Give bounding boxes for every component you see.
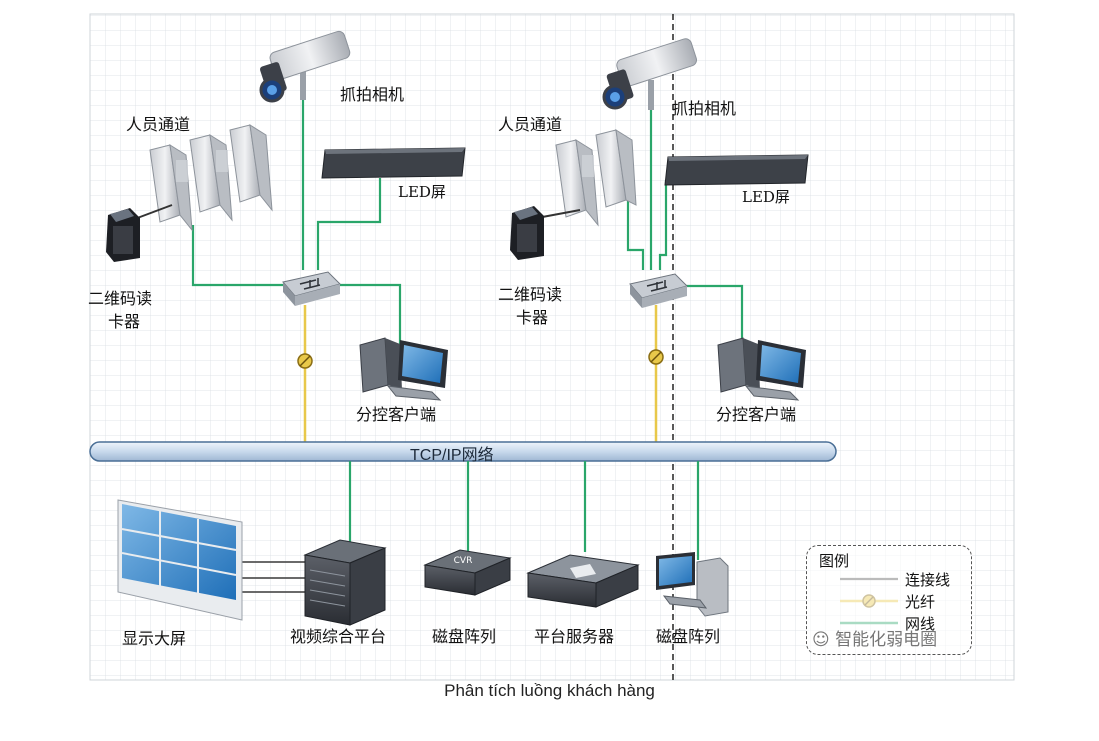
- left-fiber-connector-icon: [297, 353, 313, 369]
- cvr-text: CVR: [454, 556, 473, 566]
- right-network-cables: [626, 110, 744, 345]
- display-connectors: [240, 561, 312, 593]
- left-client-label: 分控客户端: [356, 405, 437, 424]
- right-qr-label-line1: 二维码读: [498, 285, 563, 304]
- platform-server-label: 平台服务器: [534, 627, 615, 646]
- right-qr-label-line2: 卡器: [516, 308, 549, 327]
- left-qr-reader-icon: [106, 208, 140, 262]
- disk-array-label: 磁盘阵列: [432, 627, 497, 646]
- platform-server-icon: [526, 554, 640, 608]
- left-led-screen-icon: [321, 147, 466, 179]
- tcpip-network-bus: [89, 441, 837, 462]
- left-gate-icon: [149, 124, 273, 232]
- video-platform-label: 视频综合平台: [290, 627, 387, 646]
- watermark-text: 智能化弱电圈: [835, 630, 938, 650]
- legend-row-network: 网线: [807, 612, 971, 634]
- left-client-pc-icon: [359, 337, 448, 401]
- legend-network-label: 网线: [905, 615, 936, 633]
- bottom-network-cables: [348, 461, 700, 560]
- legend-connector-label: 连接线: [905, 571, 951, 589]
- left-camera-icon: [259, 30, 351, 103]
- right-switch-icon: [629, 273, 688, 308]
- right-gate-icon: [555, 129, 637, 227]
- disk-array2-label: 磁盘阵列: [656, 627, 721, 646]
- legend-row-fiber: 光纤: [807, 590, 971, 612]
- disk-array2-icon: [656, 552, 729, 617]
- left-led-label: LED屏: [398, 183, 446, 201]
- network-label: TCP/IP网络: [410, 447, 494, 464]
- display-label: 显示大屏: [122, 629, 187, 648]
- right-qr-reader-icon: [510, 206, 544, 260]
- video-platform-icon: [303, 539, 387, 626]
- left-qr-label-line1: 二维码读: [88, 289, 153, 308]
- wechat-icon: ☺: [812, 630, 830, 650]
- right-fiber-connector-icon: [648, 349, 664, 365]
- legend: 图例 连接线 光纤 网线: [806, 545, 972, 655]
- right-qr-connector: [536, 209, 581, 219]
- right-client-pc-icon: [717, 337, 806, 401]
- display-wall-icon: [117, 499, 243, 621]
- left-gate-label: 人员通道: [126, 115, 191, 134]
- right-led-screen-icon: [664, 154, 809, 186]
- figure-caption: Phân tích luồng khách hàng: [444, 681, 655, 700]
- left-qr-label-line2: 卡器: [108, 312, 141, 331]
- watermark: ☺ 智能化弱电圈: [812, 625, 937, 650]
- legend-title: 图例: [819, 552, 850, 570]
- right-camera-label: 抓拍相机: [672, 99, 737, 118]
- legend-fiber-label: 光纤: [905, 593, 936, 611]
- right-gate-label: 人员通道: [498, 115, 563, 134]
- right-client-label: 分控客户端: [716, 405, 797, 424]
- left-camera-label: 抓拍相机: [340, 85, 405, 104]
- right-camera-icon: [602, 38, 698, 110]
- cvr-disk-array-icon: [423, 549, 512, 596]
- legend-row-connector: 连接线: [807, 568, 971, 590]
- left-network-cables: [191, 100, 402, 345]
- left-switch-icon: [282, 271, 341, 306]
- right-led-label: LED屏: [742, 188, 790, 206]
